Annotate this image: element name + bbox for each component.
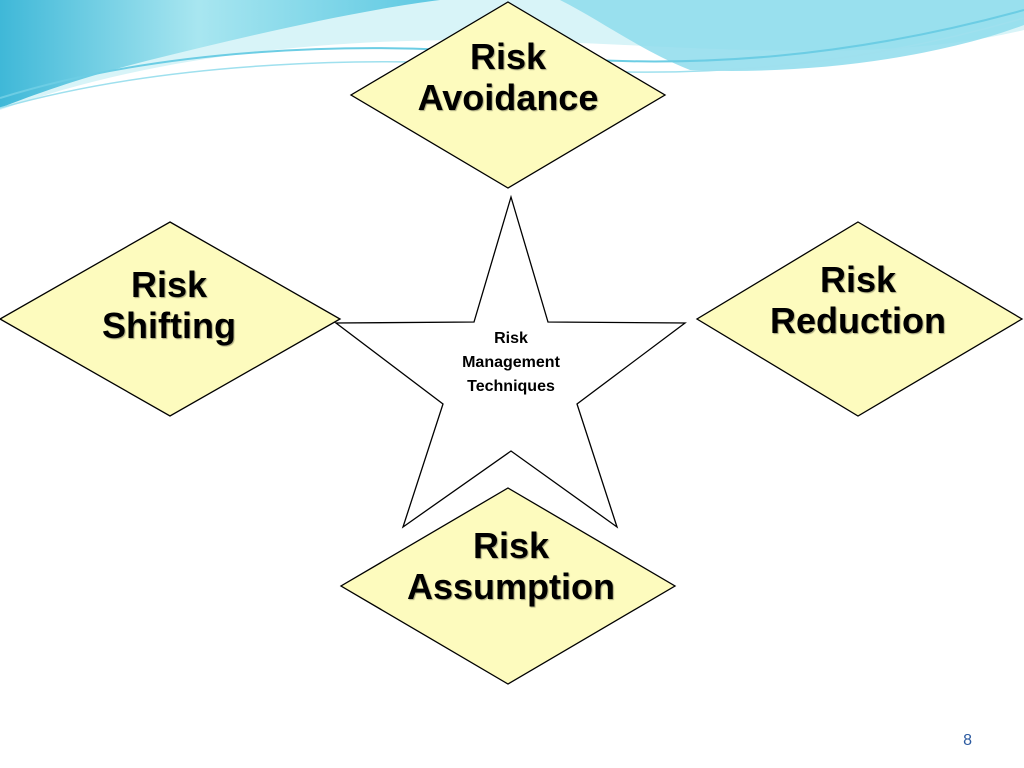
center-label-line2: Management: [462, 354, 560, 371]
diamond-bottom: [339, 487, 677, 685]
diamond-left: [0, 221, 342, 417]
diamond-right: [695, 221, 1024, 417]
node-risk-avoidance: Risk Avoidance: [388, 36, 628, 119]
page-number: 8: [963, 732, 972, 749]
node-left-line2: Shifting: [102, 305, 236, 347]
center-label-line1: Risk: [494, 330, 528, 347]
wave-right: [560, 0, 1024, 71]
node-top-line1: Risk: [469, 36, 547, 77]
center-star: [334, 194, 687, 529]
node-risk-shifting: Risk Shifting: [49, 264, 289, 347]
node-bottom-line1: Risk: [472, 525, 550, 566]
wave-front: [0, 0, 440, 108]
diamond-top: [349, 1, 667, 189]
node-right-line2: Reduction: [770, 300, 946, 342]
node-risk-assumption: Risk Assumption: [381, 525, 641, 608]
node-bottom-line2: Assumption: [406, 566, 615, 608]
node-left-line1: Risk: [130, 264, 208, 305]
node-right-line1: Risk: [819, 259, 897, 300]
node-top-line2: Avoidance: [417, 77, 599, 119]
node-risk-reduction: Risk Reduction: [738, 259, 978, 342]
center-label-line3: Techniques: [467, 378, 555, 395]
center-label: Risk Management Techniques: [441, 327, 581, 399]
